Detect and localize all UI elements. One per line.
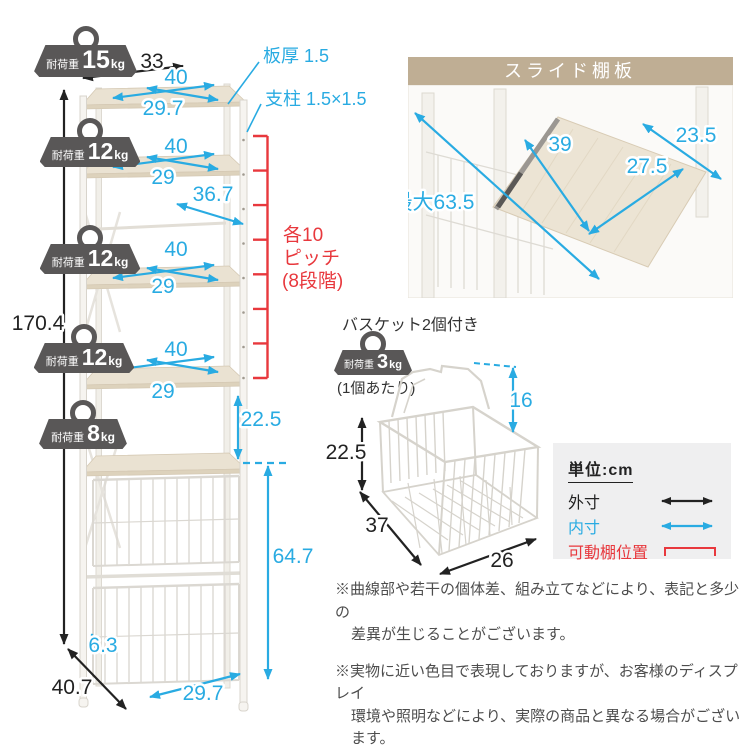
basket-section-title: バスケット2個付き <box>342 317 479 334</box>
dim-basket-width: 26 <box>490 549 513 572</box>
legend-row-movable: 可動棚位置 <box>568 542 716 562</box>
inner-dimension-arrow-sample <box>661 522 713 530</box>
basket-diagram: 22.5 16 37 26 <box>323 362 542 576</box>
note: ※実物に近い色目で表現しておりますが、お客様のディスプレイ 環境や照明などにより… <box>335 662 741 748</box>
legend-box: 単位:cm 外寸 内寸 可動棚位置 <box>553 443 731 562</box>
dim-shelf3-inner-width: 40 <box>164 238 187 261</box>
dim-basket-height: 22.5 <box>326 441 367 464</box>
basket-per-unit-label: (1個あたり) <box>337 380 416 397</box>
dim-max-extension: 最大63.5 <box>408 191 474 214</box>
dim-depth: 40.7 <box>52 676 93 699</box>
wire-basket-upper <box>92 474 240 567</box>
dim-board-width: 27.5 <box>627 155 668 178</box>
legend-row-inner: 内寸 <box>568 517 716 537</box>
shelf-unit-diagram: 33 170.4 40.7 40 29.7 40 29 36.7 40 29 4… <box>9 46 367 712</box>
dim-basket-handle-height: 16 <box>509 389 532 412</box>
outer-dimension-arrow-sample <box>661 497 713 505</box>
basket-dimension-arrows <box>357 362 537 576</box>
slide-shelf-inset: 39 23.5 27.5 最大63.5 スライド棚板 <box>408 57 733 298</box>
pitch-label-3: (8段階) <box>282 270 343 292</box>
dim-top-depth: 29.7 <box>143 97 184 120</box>
shelf-5 <box>81 452 247 477</box>
dim-board-length: 39 <box>548 133 571 156</box>
note: ※曲線部や若干の個体差、組み立てなどにより、表記と多少の 差異が生じることがござ… <box>335 581 740 643</box>
movable-shelf-bracket-sample <box>664 546 716 556</box>
notes: ※曲線部や若干の個体差、組み立てなどにより、表記と多少の 差異が生じることがござ… <box>335 579 750 750</box>
legend-unit-label: 単位:cm <box>568 456 634 483</box>
pitch-label-1: 各10 <box>283 224 323 246</box>
dim-shelf-gap: 22.5 <box>241 408 282 431</box>
dim-top-inner-width: 40 <box>164 66 187 89</box>
inset-title: スライド棚板 <box>504 61 636 81</box>
dim-diagonal-inner: 36.7 <box>193 183 234 206</box>
pitch-bracket <box>253 134 269 380</box>
annotation-pillar: 支柱 1.5×1.5 <box>265 89 367 109</box>
legend-row-outer: 外寸 <box>568 492 716 512</box>
dim-basket-depth: 37 <box>365 514 388 537</box>
dim-foot-height: 6.3 <box>88 634 117 657</box>
dim-bottom-inner-width: 29.7 <box>183 682 224 705</box>
inset-dimension-arrows <box>414 112 722 280</box>
inset-post <box>695 86 709 218</box>
pitch-label-2: ピッチ <box>283 248 340 269</box>
dim-shelf4-inner-width: 40 <box>164 338 187 361</box>
dim-top-width: 33 <box>140 50 163 73</box>
dim-shelf2-depth: 29 <box>151 166 174 189</box>
dim-shelf2-inner-width: 40 <box>164 135 187 158</box>
dim-shelf3-depth: 29 <box>151 275 174 298</box>
inset-banner <box>408 57 733 85</box>
dim-basket-section-height: 64.7 <box>273 545 314 568</box>
dim-shelf4-depth: 29 <box>151 380 174 403</box>
dim-total-height: 170.4 <box>12 312 65 335</box>
annotation-board-thickness: 板厚 1.5 <box>263 46 329 66</box>
dim-side: 23.5 <box>676 124 717 147</box>
mid-rail <box>82 571 244 579</box>
